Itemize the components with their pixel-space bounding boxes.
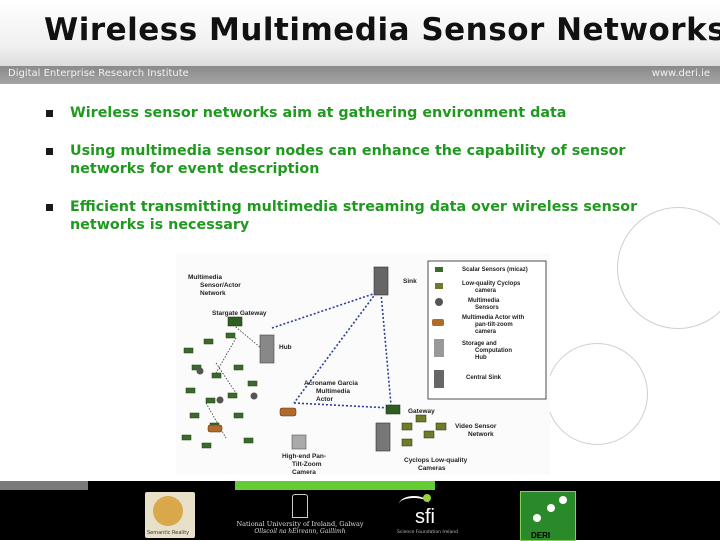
bullet-item: Efficient transmitting multimedia stream… bbox=[44, 198, 674, 234]
video-hub-icon bbox=[375, 422, 391, 452]
hub-label: Hub bbox=[279, 344, 292, 351]
actor-label: Acroname Garcia Multimedia Actor bbox=[304, 380, 360, 403]
ptz-camera-icon bbox=[291, 434, 307, 450]
link-sink-actor bbox=[293, 292, 377, 404]
camera-label: High-end Pan- Tilt-Zoom Camera bbox=[282, 453, 328, 475]
deri-logo: DERI bbox=[520, 491, 576, 541]
title-bar: Wireless Multimedia Sensor Networks bbox=[0, 0, 720, 66]
network-diagram-svg: Multimedia Sensor/Actor Network Stargate… bbox=[181, 260, 547, 475]
gateway-top-label: Stargate Gateway bbox=[212, 310, 267, 317]
footer-stripe bbox=[0, 481, 720, 490]
svg-text:Scalar Sensors (micaz): Scalar Sensors (micaz) bbox=[462, 267, 528, 273]
link-actor-gateway bbox=[293, 402, 392, 409]
bullet-list: Wireless sensor networks aim at gatherin… bbox=[44, 104, 674, 254]
link-hub-sink bbox=[271, 292, 377, 329]
slide-title: Wireless Multimedia Sensor Networks bbox=[44, 12, 720, 48]
bullet-item: Using multimedia sensor nodes can enhanc… bbox=[44, 142, 674, 178]
semantic-reality-logo: Semantic Reality bbox=[145, 492, 195, 538]
network-label: Multimedia Sensor/Actor Network bbox=[188, 274, 243, 297]
diagram-legend: Scalar Sensors (micaz) Low-quality Cyclo… bbox=[427, 260, 547, 400]
nui-galway-logo: National University of Ireland, Galway O… bbox=[235, 494, 365, 538]
hub-tower-icon bbox=[259, 334, 275, 364]
link-sink-gateway bbox=[380, 292, 392, 406]
institute-bar: Digital Enterprise Research Institute ww… bbox=[0, 66, 720, 84]
network-diagram: Multimedia Sensor/Actor Network Stargate… bbox=[176, 253, 550, 475]
svg-text:Central Sink: Central Sink bbox=[466, 375, 502, 381]
institute-name: Digital Enterprise Research Institute bbox=[8, 68, 189, 79]
actor-robot-icon bbox=[279, 407, 297, 417]
gateway-label: Gateway bbox=[408, 408, 435, 415]
decorative-circle-bottom bbox=[546, 343, 648, 445]
video-network-label: Video Sensor Network bbox=[455, 423, 498, 438]
sink-label: Sink bbox=[403, 278, 417, 285]
website-link[interactable]: www.deri.ie bbox=[651, 68, 710, 79]
sink-tower-icon bbox=[373, 266, 389, 296]
bullet-item: Wireless sensor networks aim at gatherin… bbox=[44, 104, 674, 122]
footer-bar: Semantic Reality National University of … bbox=[0, 490, 720, 541]
cyclops-label: Cyclops Low-quality Cameras bbox=[404, 457, 469, 472]
sfi-logo: sfi Science Foundation Ireland bbox=[395, 494, 465, 538]
